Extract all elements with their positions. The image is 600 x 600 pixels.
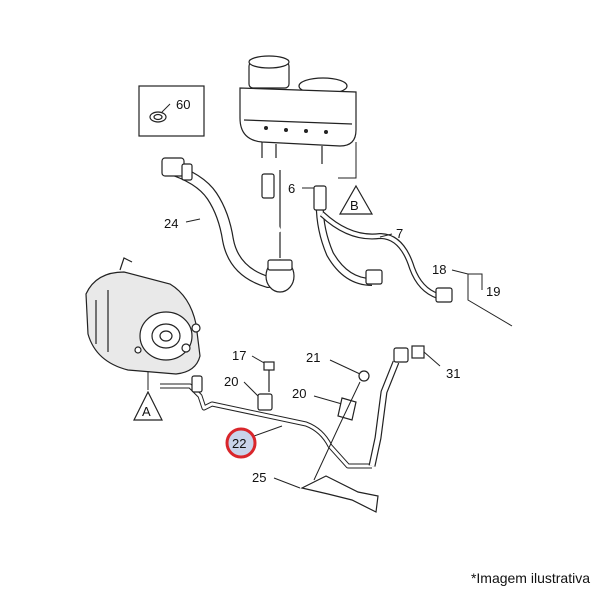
label-31: 31: [446, 366, 460, 381]
label-24: 24: [164, 216, 178, 231]
bolt-21-clip-20: 21 20: [292, 350, 370, 481]
label-6: 6: [288, 181, 295, 196]
marker-a-label: A: [142, 404, 151, 419]
pipe-22: [160, 347, 409, 469]
label-21: 21: [306, 350, 320, 365]
marker-b: B: [338, 142, 374, 215]
label-60: 60: [176, 97, 190, 112]
label-22-highlight: 22: [225, 425, 283, 459]
bracket-25: 25: [252, 470, 379, 513]
label-22: 22: [232, 436, 246, 451]
caption: *Imagem ilustrativa: [470, 570, 590, 586]
hose-24: 24: [161, 157, 295, 293]
label-20b: 20: [292, 386, 306, 401]
bolt-17-clip-20: 17 20: [224, 348, 275, 411]
hose-6-7: 6 7: [261, 173, 453, 303]
label-20a: 20: [224, 374, 238, 389]
label-19: 19: [486, 284, 500, 299]
marker-b-label: B: [350, 198, 359, 213]
label-7: 7: [396, 226, 403, 241]
detail-box-60: 60: [138, 85, 205, 137]
fitting-31: 31: [411, 345, 460, 381]
bracket-18-19: 18 19: [432, 262, 513, 327]
reservoir: [239, 55, 357, 164]
label-17: 17: [232, 348, 246, 363]
label-25: 25: [252, 470, 266, 485]
marker-a: A: [133, 372, 163, 421]
pump: [85, 257, 201, 375]
label-18: 18: [432, 262, 446, 277]
